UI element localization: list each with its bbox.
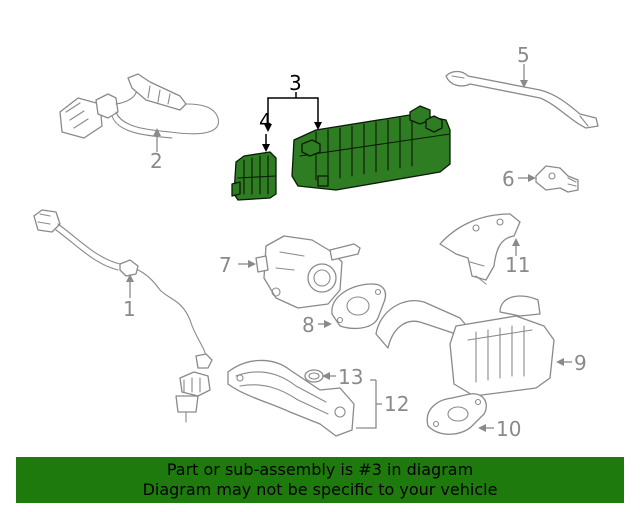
callout-12: 12: [384, 392, 409, 416]
callout-4: 4: [259, 109, 272, 133]
callout-11: 11: [505, 253, 530, 277]
part-1-oxygen-sensor[interactable]: [33, 209, 213, 423]
callout-2: 2: [150, 149, 163, 173]
callout-5: 5: [517, 43, 530, 67]
part-4-canister-filter[interactable]: [231, 151, 277, 201]
callout-13: 13: [338, 365, 363, 389]
part-13-o-ring[interactable]: [304, 369, 324, 383]
part-11-bracket[interactable]: [439, 213, 521, 285]
part-5-tube[interactable]: [445, 70, 599, 129]
info-banner: Part or sub-assembly is #3 in diagram Di…: [16, 457, 624, 503]
callout-8: 8: [302, 313, 315, 337]
part-2-oxygen-sensor[interactable]: [59, 73, 219, 139]
part-7-egr-valve[interactable]: [255, 235, 361, 309]
part-9-egr-cooler[interactable]: [375, 295, 555, 397]
banner-line-2: Diagram may not be specific to your vehi…: [142, 480, 498, 499]
part-6-connector[interactable]: [535, 165, 579, 193]
callout-10: 10: [496, 417, 521, 441]
part-3-charcoal-canister[interactable]: [291, 105, 451, 191]
part-8-gasket[interactable]: [331, 283, 387, 330]
callout-9: 9: [574, 351, 587, 375]
callout-6: 6: [502, 167, 515, 191]
callout-1: 1: [123, 297, 136, 321]
parts-diagram: 2 3 4 5 6: [33, 43, 599, 441]
callout-7: 7: [219, 253, 232, 277]
callout-3: 3: [289, 71, 302, 95]
part-10-gasket[interactable]: [426, 393, 487, 435]
banner-line-1: Part or sub-assembly is #3 in diagram: [166, 460, 474, 479]
part-12-egr-pipe[interactable]: [227, 359, 355, 437]
